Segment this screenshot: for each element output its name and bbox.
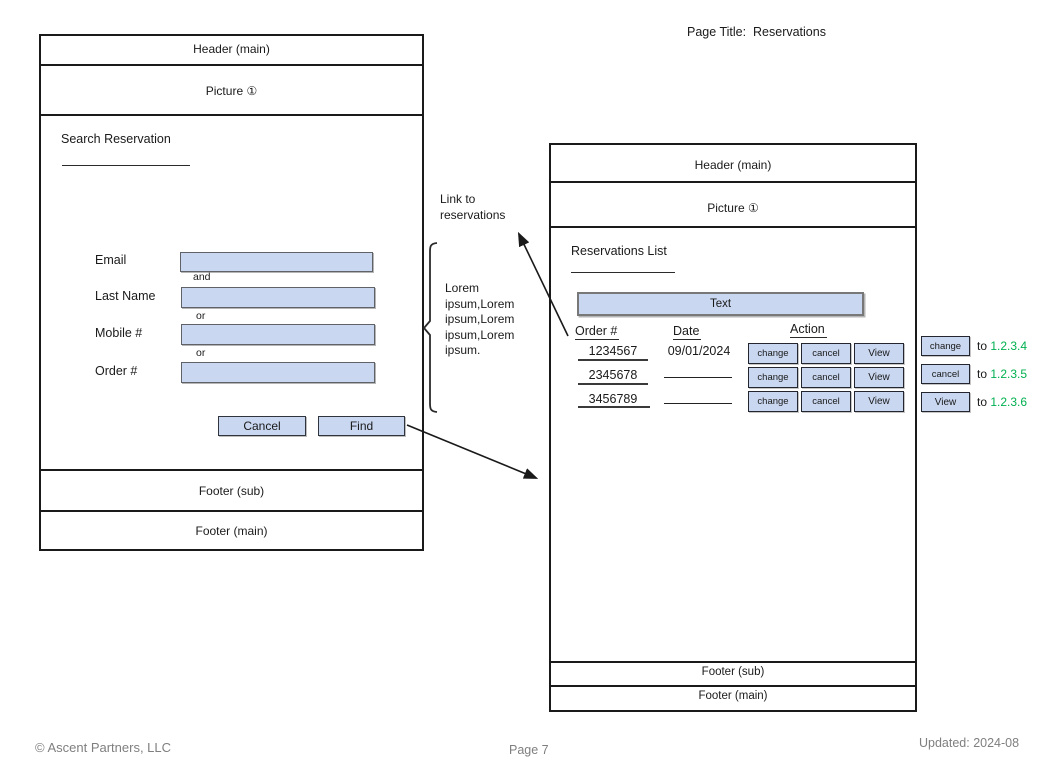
page-title: Page Title: Reservations (687, 25, 826, 39)
order-number-input[interactable] (181, 362, 375, 383)
cancel-button-label: cancel (812, 372, 840, 383)
target-screen-ref: 1.2.3.5 (990, 367, 1028, 381)
cancel-button[interactable]: cancel (801, 391, 851, 412)
view-button[interactable]: View (854, 391, 904, 412)
view-button-label: View (868, 396, 890, 407)
column-header-action: Action (790, 322, 827, 338)
divider (41, 469, 422, 471)
divider (41, 114, 422, 116)
left-picture-region-label: Picture ① (205, 84, 258, 98)
divider (551, 685, 915, 687)
change-button[interactable]: change (748, 343, 798, 364)
column-header-date: Date (673, 324, 702, 340)
divider (551, 661, 915, 663)
find-button-label: Find (349, 419, 374, 433)
link-to-reservations-note: Link to reservations (440, 192, 506, 222)
cancel-button-label: cancel (812, 348, 840, 359)
connector-or: or (196, 310, 206, 322)
left-header-region-label: Header (main) (193, 42, 270, 56)
change-button-label: change (757, 348, 789, 359)
reservations-page-wireframe (549, 143, 917, 712)
page-number: Page 7 (509, 743, 549, 757)
copyright-text: © Ascent Partners, LLC (35, 740, 172, 755)
right-header-region-label: Header (main) (694, 158, 772, 172)
updated-date: Updated: 2024-08 (919, 736, 1020, 750)
divider (41, 64, 422, 66)
email-input[interactable] (180, 252, 373, 272)
cancel-button-label: Cancel (243, 419, 281, 433)
section-title-underline (571, 272, 675, 273)
cancel-button[interactable]: cancel (801, 367, 851, 388)
view-target-note: to 1.2.3.6 (977, 395, 1027, 411)
order-underline (578, 359, 648, 361)
order-cell: 3456789 (588, 392, 638, 406)
mobile-input[interactable] (181, 324, 375, 345)
cancel-button-label: cancel (812, 396, 840, 407)
view-button-legend[interactable]: View (921, 392, 970, 412)
change-button-label: change (757, 372, 789, 383)
to-label: to (977, 367, 988, 381)
order-cell: 1234567 (588, 344, 638, 358)
to-label: to (977, 395, 988, 409)
right-footer-sub-label: Footer (sub) (701, 666, 765, 678)
cancel-target-note: to 1.2.3.5 (977, 367, 1027, 383)
change-button[interactable]: change (748, 367, 798, 388)
lorem-note: Lorem ipsum,Lorem ipsum,Lorem ipsum,Lore… (445, 281, 515, 358)
left-footer-main-label: Footer (main) (195, 524, 268, 538)
search-section-title: Search Reservation (61, 132, 171, 146)
last-name-label: Last Name (95, 289, 156, 303)
order-underline (578, 383, 648, 385)
last-name-input[interactable] (181, 287, 375, 308)
view-button[interactable]: View (854, 367, 904, 388)
cancel-button[interactable]: cancel (801, 343, 851, 364)
change-button-legend[interactable]: change (921, 336, 970, 356)
column-header-order: Order # (575, 324, 620, 340)
change-button-label: change (757, 396, 789, 407)
right-picture-region-label: Picture ① (707, 201, 759, 215)
mobile-label: Mobile # (95, 326, 143, 340)
text-bar[interactable]: Text (577, 292, 864, 316)
order-cell: 2345678 (588, 368, 638, 382)
find-button[interactable]: Find (318, 416, 405, 436)
find-to-reservations-arrow (406, 424, 539, 479)
target-screen-ref: 1.2.3.4 (990, 339, 1028, 353)
target-screen-ref: 1.2.3.6 (990, 395, 1028, 409)
view-button-label: View (934, 396, 957, 408)
change-target-note: to 1.2.3.4 (977, 339, 1027, 355)
cancel-button-label: cancel (931, 368, 960, 380)
date-placeholder-line (664, 377, 732, 378)
change-button-label: change (929, 340, 962, 352)
cancel-button-legend[interactable]: cancel (921, 364, 970, 384)
connector-or: or (196, 347, 206, 359)
order-number-label: Order # (95, 364, 138, 378)
date-cell: 09/01/2024 (667, 344, 731, 358)
view-button-label: View (868, 348, 890, 359)
connector-and: and (193, 271, 211, 283)
order-underline (578, 406, 650, 408)
email-label: Email (95, 253, 127, 267)
to-label: to (977, 339, 988, 353)
divider (41, 510, 422, 512)
cancel-button[interactable]: Cancel (218, 416, 306, 436)
right-footer-main-label: Footer (main) (698, 690, 768, 702)
change-button[interactable]: change (748, 391, 798, 412)
reservations-list-title: Reservations List (571, 244, 667, 258)
text-bar-label: Text (709, 298, 732, 310)
divider (551, 181, 915, 183)
view-button-label: View (868, 372, 890, 383)
section-title-underline (62, 165, 190, 166)
date-placeholder-line (664, 403, 732, 404)
left-footer-sub-label: Footer (sub) (198, 484, 265, 498)
view-button[interactable]: View (854, 343, 904, 364)
divider (551, 226, 915, 228)
form-fields-brace (422, 242, 438, 413)
